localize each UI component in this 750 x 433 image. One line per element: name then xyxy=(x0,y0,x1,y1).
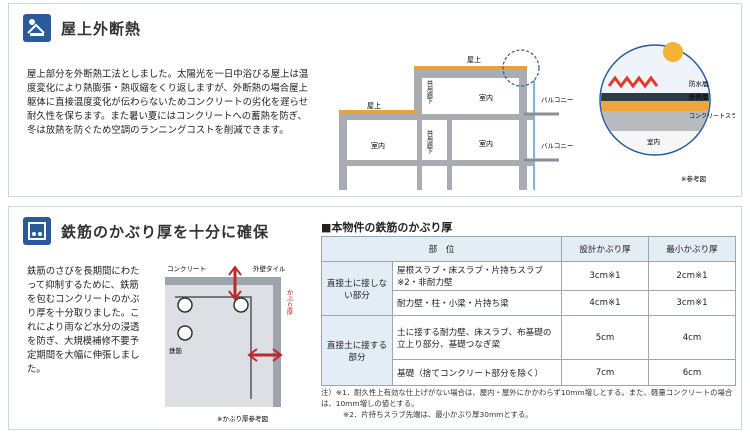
label-rooftop: 屋上 xyxy=(467,55,481,64)
cell-min: 3cm※1 xyxy=(648,290,736,316)
label-rebar: 鉄筋 xyxy=(169,346,183,355)
reference-note: ※参考図 xyxy=(681,174,706,183)
cell-design: 4cm※1 xyxy=(561,290,649,316)
label-balcony-upper: バルコニー xyxy=(541,96,573,104)
table-note-2: ※2．片持ちスラブ先端は、最小かぶり厚30mmとする。 xyxy=(343,410,533,419)
table-title: ■本物件の鉄筋のかぶり厚 xyxy=(321,221,453,234)
rebar-cover-panel: 鉄筋のかぶり厚を十分に確保 鉄筋のさびを長期間にわたって抑制するために、鉄筋を包… xyxy=(8,206,742,430)
table-row: 直接土に接しない部分 屋根スラブ・床スラブ・片持ちスラブ※2・非耐力壁 3cm※… xyxy=(321,261,736,316)
header-design: 設計かぶり厚 xyxy=(561,236,649,262)
cell-design: 3cm※1 xyxy=(561,261,649,291)
label-tile: 外壁タイル xyxy=(253,264,286,273)
header-part: 部 位 xyxy=(321,236,562,262)
rooftop-insulation-panel: 屋上外断熱 屋上部分を外断熱工法としました。太陽光を一日中浴びる屋上は温度変化に… xyxy=(8,3,742,197)
label-slab: コンクリートスラブ xyxy=(689,112,735,120)
cell-min: 2cm※1 xyxy=(648,261,736,291)
label-rooftop-left: 屋上 xyxy=(367,101,381,110)
rebar-cover-diagram: コンクリート 外壁タイル かぶり厚 鉄筋 ※かぶり厚参考図 xyxy=(165,264,293,423)
label-concrete: コンクリート xyxy=(167,265,206,273)
roof-detail-diagram: 防水層 断熱層 コンクリートスラブ 室内 ※参考図 xyxy=(599,42,735,183)
header-min: 最小かぶり厚 xyxy=(648,236,736,262)
insulation-icon xyxy=(23,14,51,42)
label-room-mid: 室内 xyxy=(479,139,493,148)
label-insulation: 断熱層 xyxy=(689,92,709,101)
cell-part: 土に接する耐力壁、床スラブ、布基礎の立上り部分、基礎つなぎ梁 xyxy=(392,315,562,360)
group-label: 直接土に接する部分 xyxy=(321,315,393,386)
table-row: 基礎（捨てコンクリート部分を除く） 7cm 6cm xyxy=(322,359,736,386)
section-title: 鉄筋のかぶり厚を十分に確保 xyxy=(61,222,270,241)
reference-note: ※かぶり厚参考図 xyxy=(217,414,268,423)
label-corridor-upper: 共用廊下 xyxy=(426,79,433,105)
label-waterproof: 防水層 xyxy=(689,79,709,88)
cell-design: 5cm xyxy=(561,315,649,360)
group-label: 直接土に接しない部分 xyxy=(321,261,393,316)
cell-part: 耐力壁・柱・小梁・片持ち梁 xyxy=(392,290,562,316)
cover-thickness-table: 部 位 設計かぶり厚 最小かぶり厚 直接土に接しない部分 屋根スラブ・床スラブ・… xyxy=(321,236,736,386)
rebar-icon xyxy=(23,217,51,245)
cell-part: 基礎（捨てコンクリート部分を除く） xyxy=(392,359,562,386)
label-cover: かぶり厚 xyxy=(285,289,293,317)
cell-part: 屋根スラブ・床スラブ・片持ちスラブ※2・非耐力壁 xyxy=(392,261,562,291)
section-description: 鉄筋のさびを長期間にわたって抑制するために、鉄筋を包むコンクリートのかぶり厚を十… xyxy=(27,266,140,375)
table-note-1: 注）※1．耐久性上有効な仕上げがない場合は、屋内・屋外にかかわらず10mm増しと… xyxy=(321,388,733,408)
table-header-row: 部 位 設計かぶり厚 最小かぶり厚 xyxy=(321,236,736,262)
label-room-detail: 室内 xyxy=(647,137,660,146)
section-header: 鉄筋のかぶり厚を十分に確保 xyxy=(23,217,269,245)
section-description: 屋上部分を外断熱工法としました。太陽光を一日中浴びる屋上は温度変化により熱膨張・… xyxy=(27,69,309,136)
cell-design: 7cm xyxy=(561,359,649,386)
section-title: 屋上外断熱 xyxy=(61,19,142,38)
label-room-upper: 室内 xyxy=(479,93,493,102)
cell-min: 6cm xyxy=(648,359,736,386)
sun-icon xyxy=(663,42,683,62)
section-header: 屋上外断熱 xyxy=(23,14,141,42)
table-row: 直接土に接する部分 土に接する耐力壁、床スラブ、布基礎の立上り部分、基礎つなぎ梁… xyxy=(321,315,736,386)
label-balcony-lower: バルコニー xyxy=(541,142,573,150)
cell-min: 4cm xyxy=(648,315,736,360)
building-section-diagram: 屋上 屋上 共用廊下 共用廊下 室内 室内 室内 バルコニー バルコニー xyxy=(339,49,573,190)
label-corridor-lower: 共用廊下 xyxy=(426,129,433,155)
label-room-left: 室内 xyxy=(371,141,385,150)
